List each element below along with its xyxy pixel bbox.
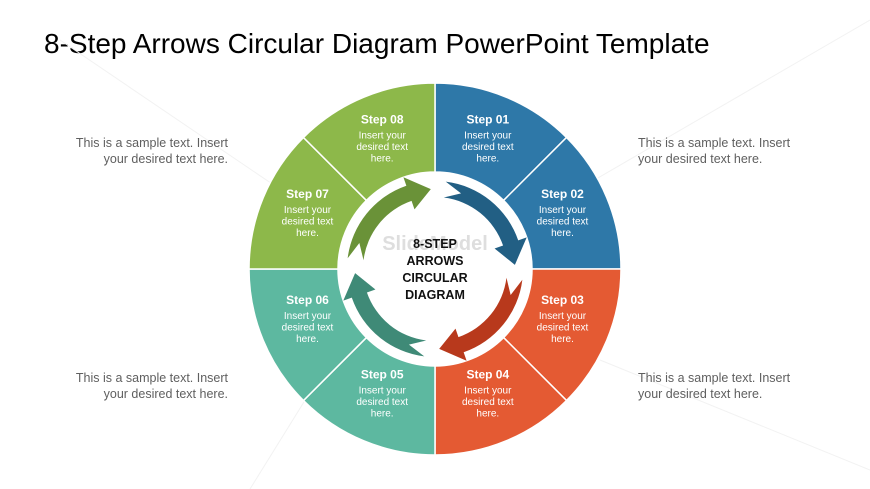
step-description-line: desired text xyxy=(282,217,334,228)
step-description-line: here. xyxy=(296,228,319,239)
center-label-line: 8-STEP xyxy=(413,237,457,251)
step-title: Step 05 xyxy=(361,367,404,381)
step-title: Step 07 xyxy=(286,187,329,201)
step-title: Step 03 xyxy=(541,293,584,307)
step-title: Step 08 xyxy=(361,113,404,127)
sample-text-line: This is a sample text. Insert xyxy=(75,371,228,385)
blue-arrow-icon xyxy=(443,181,527,265)
step-description-line: desired text xyxy=(462,397,514,408)
sample-text-line: your desired text here. xyxy=(103,152,228,166)
step-title: Step 01 xyxy=(466,113,509,127)
step-description-line: Insert your xyxy=(464,385,512,396)
step-description-line: Insert your xyxy=(284,311,332,322)
green-arrow-icon xyxy=(347,177,431,261)
center-label-line: DIAGRAM xyxy=(405,288,465,302)
center-label: 8-STEP ARROWS CIRCULAR DIAGRAM xyxy=(402,237,467,302)
sample-text-line: your desired text here. xyxy=(638,152,763,166)
step-description-line: here. xyxy=(551,228,574,239)
teal-arrow-icon xyxy=(343,273,427,357)
sample-text-line: This is a sample text. Insert xyxy=(638,136,791,150)
step-description-line: here. xyxy=(476,408,499,419)
page-title: 8-Step Arrows Circular Diagram PowerPoin… xyxy=(44,28,710,59)
step-description-line: desired text xyxy=(537,217,589,228)
red-arrow-icon xyxy=(439,277,523,361)
sample-text-line: This is a sample text. Insert xyxy=(75,136,228,150)
step-description-line: Insert your xyxy=(359,131,407,142)
arrow-ring xyxy=(343,177,527,361)
step-title: Step 04 xyxy=(466,367,509,381)
step-description-line: Insert your xyxy=(359,385,407,396)
center-label-line: ARROWS xyxy=(407,254,464,268)
center-ring-background xyxy=(338,172,532,366)
sample-text-bottom-left: This is a sample text. Insert your desir… xyxy=(28,370,228,402)
step-title: Step 06 xyxy=(286,293,329,307)
step-description-line: here. xyxy=(371,154,394,165)
watermark: SlideModel xyxy=(382,233,488,255)
step-description-line: Insert your xyxy=(464,131,512,142)
step-title: Step 02 xyxy=(541,187,584,201)
sample-text-line: your desired text here. xyxy=(638,387,763,401)
step-description-line: here. xyxy=(476,154,499,165)
center-label-line: CIRCULAR xyxy=(402,271,467,285)
sample-text-top-left: This is a sample text. Insert your desir… xyxy=(28,135,228,167)
step-description-line: desired text xyxy=(356,142,408,153)
step-description-line: Insert your xyxy=(539,205,587,216)
step-description-line: Insert your xyxy=(539,311,587,322)
step-description-line: desired text xyxy=(537,322,589,333)
step-description-line: Insert your xyxy=(284,205,332,216)
sample-text-top-right: This is a sample text. Insert your desir… xyxy=(638,135,838,167)
step-description-line: here. xyxy=(296,334,319,345)
step-description-line: here. xyxy=(551,334,574,345)
sample-text-bottom-right: This is a sample text. Insert your desir… xyxy=(638,370,838,402)
sample-text-line: your desired text here. xyxy=(103,387,228,401)
step-description-line: desired text xyxy=(356,397,408,408)
sample-text-line: This is a sample text. Insert xyxy=(638,371,791,385)
step-description-line: desired text xyxy=(282,322,334,333)
step-description-line: here. xyxy=(371,408,394,419)
step-description-line: desired text xyxy=(462,142,514,153)
